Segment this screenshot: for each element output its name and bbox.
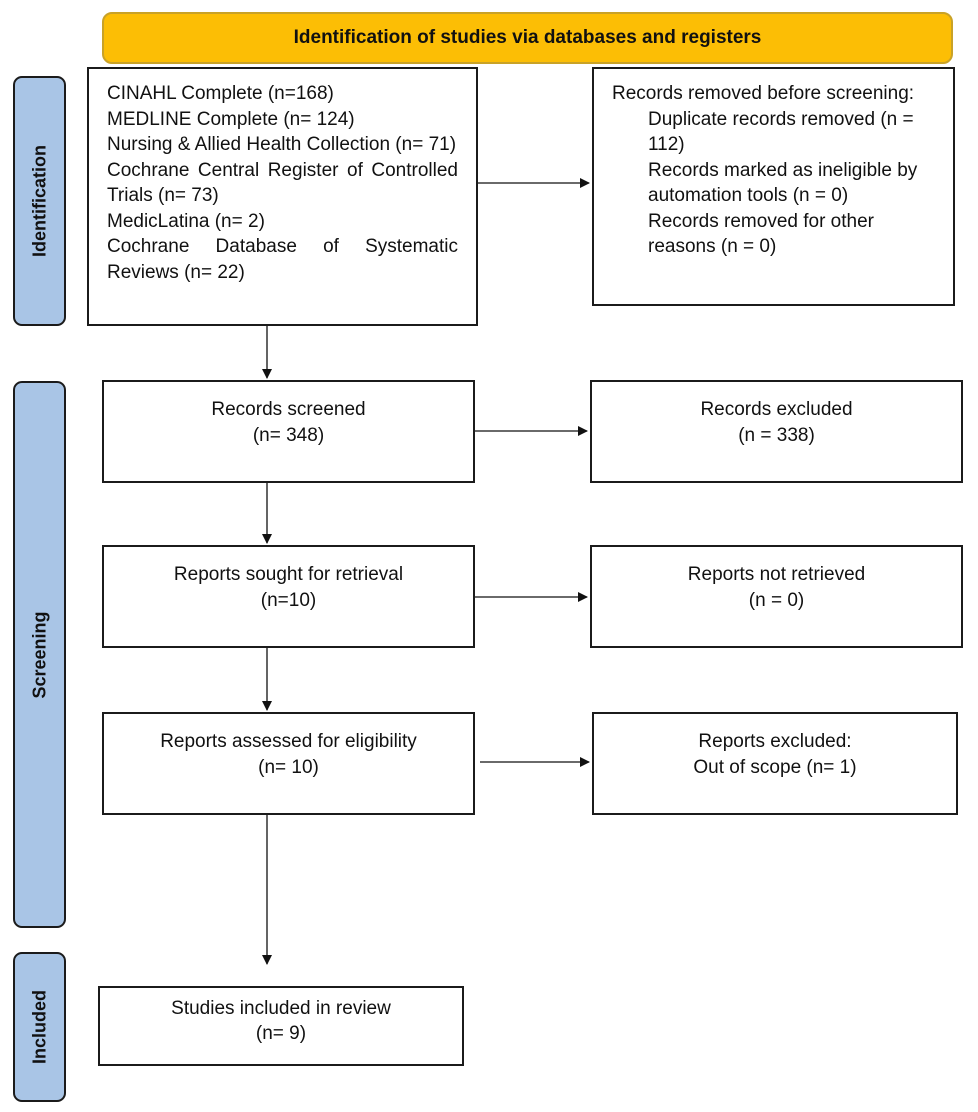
databases-box: CINAHL Complete (n=168) MEDLINE Complete… <box>87 67 478 326</box>
reports-assessed-label: Reports assessed for eligibility <box>160 731 417 752</box>
phase-identification: Identification <box>13 76 66 326</box>
records-excluded-count: (n = 338) <box>738 424 815 446</box>
database-entry: Cochrane Database of Systematic Reviews … <box>107 236 458 283</box>
records-screened-label: Records screened <box>211 399 366 420</box>
records-removed-item: Records marked as ineligible by automati… <box>648 159 918 207</box>
records-removed-title: Records removed before screening: <box>612 83 915 104</box>
studies-included-box: Studies included in review (n= 9) <box>98 986 464 1066</box>
database-entry: MedicLatina (n= 2) <box>107 210 265 232</box>
reports-excluded-label: Reports excluded: <box>698 731 852 752</box>
records-screened-count: (n= 348) <box>252 424 325 446</box>
header-banner: Identification of studies via databases … <box>102 12 953 64</box>
records-removed-box: Records removed before screening: Duplic… <box>592 67 955 306</box>
header-title: Identification of studies via databases … <box>293 27 762 48</box>
records-excluded-label: Records excluded <box>700 399 853 420</box>
reports-not-retrieved-count: (n = 0) <box>748 589 805 611</box>
records-removed-item: Duplicate records removed (n = 112) <box>648 108 914 156</box>
reports-sought-label: Reports sought for retrieval <box>173 564 404 585</box>
phase-screening: Screening <box>13 381 66 928</box>
reports-assessed-box: Reports assessed for eligibility (n= 10) <box>102 712 475 815</box>
records-removed-item: Records removed for other reasons (n = 0… <box>648 210 874 258</box>
phase-included: Included <box>13 952 66 1102</box>
reports-assessed-count: (n= 10) <box>258 756 319 778</box>
studies-included-label: Studies included in review <box>171 997 391 1019</box>
records-screened-box: Records screened (n= 348) <box>102 380 475 483</box>
reports-not-retrieved-box: Reports not retrieved (n = 0) <box>590 545 963 648</box>
records-excluded-box: Records excluded (n = 338) <box>590 380 963 483</box>
database-entry: CINAHL Complete (n=168) <box>107 83 334 104</box>
database-entry: MEDLINE Complete (n= 124) <box>107 108 355 130</box>
reports-excluded-reason: Out of scope (n= 1) <box>693 756 857 778</box>
reports-not-retrieved-label: Reports not retrieved <box>687 564 866 585</box>
reports-sought-count: (n=10) <box>260 589 317 611</box>
studies-included-count: (n= 9) <box>255 1023 307 1044</box>
database-entry: Cochrane Central Register of Controlled … <box>107 159 458 207</box>
database-entry: Nursing & Allied Health Collection (n= 7… <box>107 134 457 155</box>
reports-excluded-box: Reports excluded: Out of scope (n= 1) <box>592 712 958 815</box>
reports-sought-box: Reports sought for retrieval (n=10) <box>102 545 475 648</box>
